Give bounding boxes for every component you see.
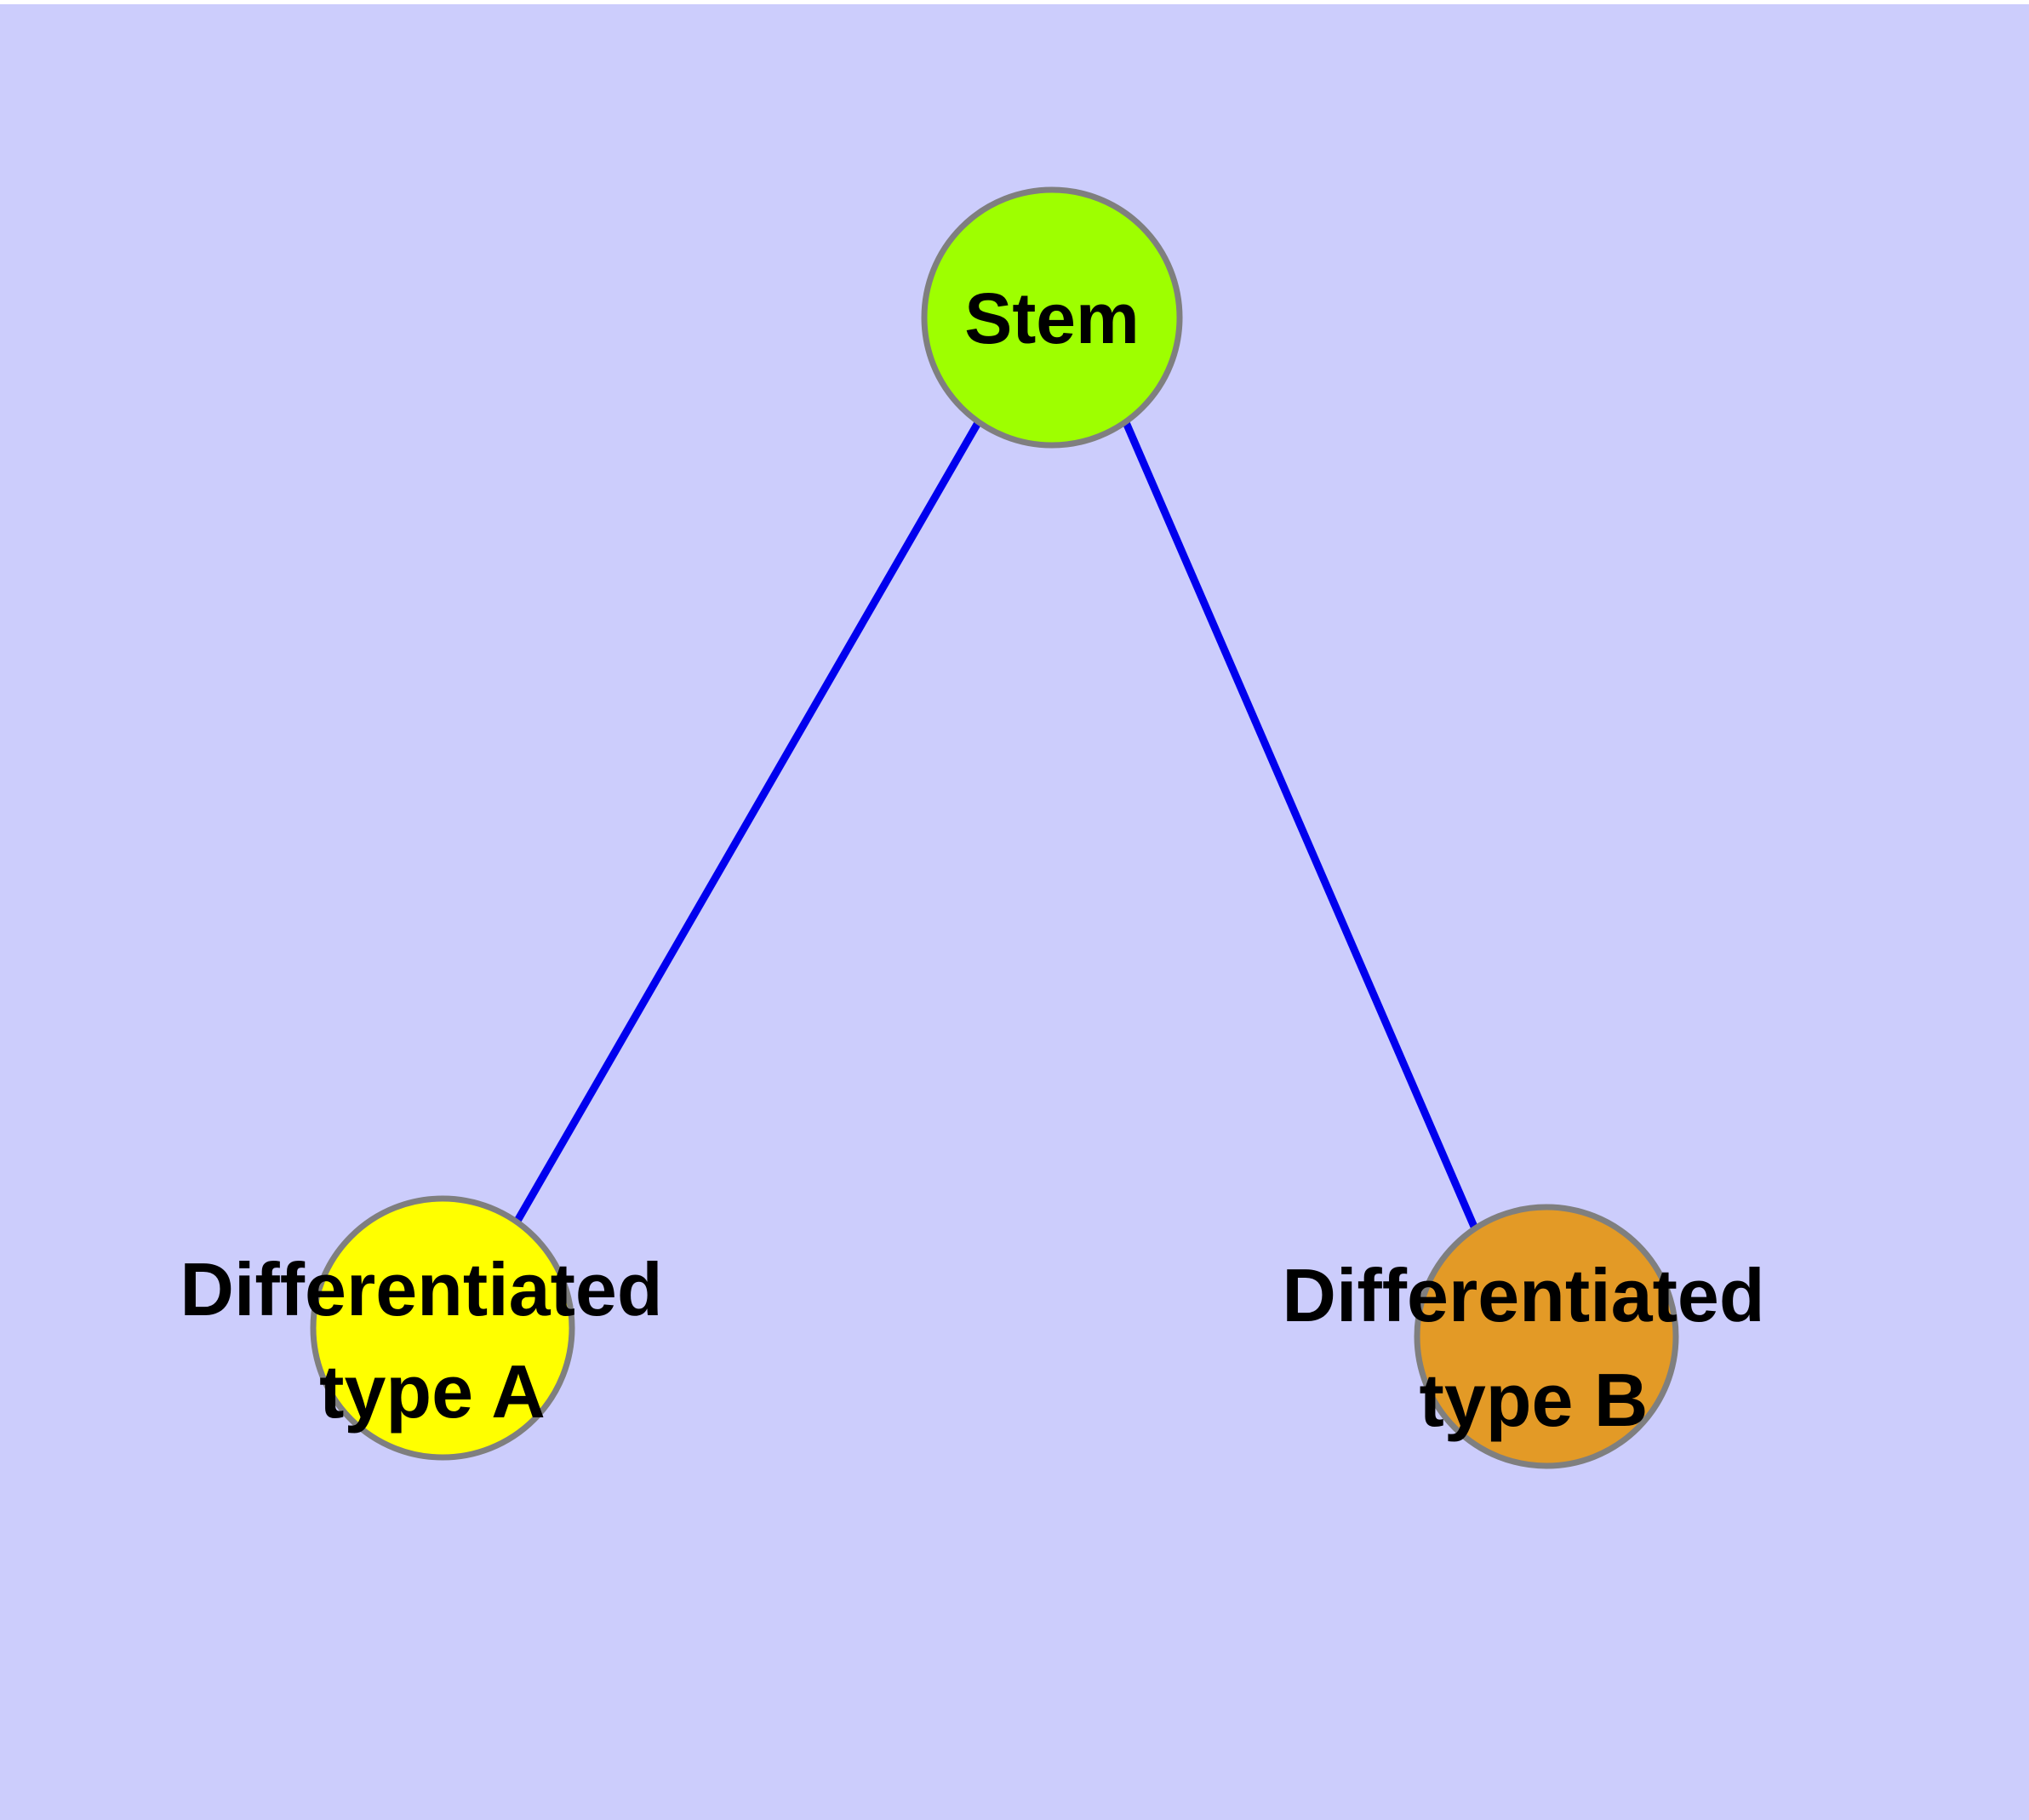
node-diff-b-label-line2: type B <box>1420 1358 1649 1442</box>
edge-stem-to-diff-b[interactable] <box>1121 419 1478 1228</box>
node-layer <box>310 186 1679 1469</box>
node-diff-b-circle[interactable] <box>1414 1204 1679 1469</box>
node-stem-circle[interactable] <box>921 186 1183 449</box>
edge-layer <box>511 419 1478 1229</box>
node-diff-a-circle[interactable] <box>310 1195 575 1461</box>
node-diff-a-label-line2: type A <box>319 1349 546 1434</box>
node-stem-label: Stem <box>964 278 1139 358</box>
edge-stem-to-diff-a[interactable] <box>511 419 982 1229</box>
label-layer: Stem Differentiated type A Differentiate… <box>180 278 1764 1442</box>
node-diff-b-label-line1: Differentiated <box>1282 1253 1764 1337</box>
node-diff-a-label-line1: Differentiated <box>180 1247 662 1331</box>
